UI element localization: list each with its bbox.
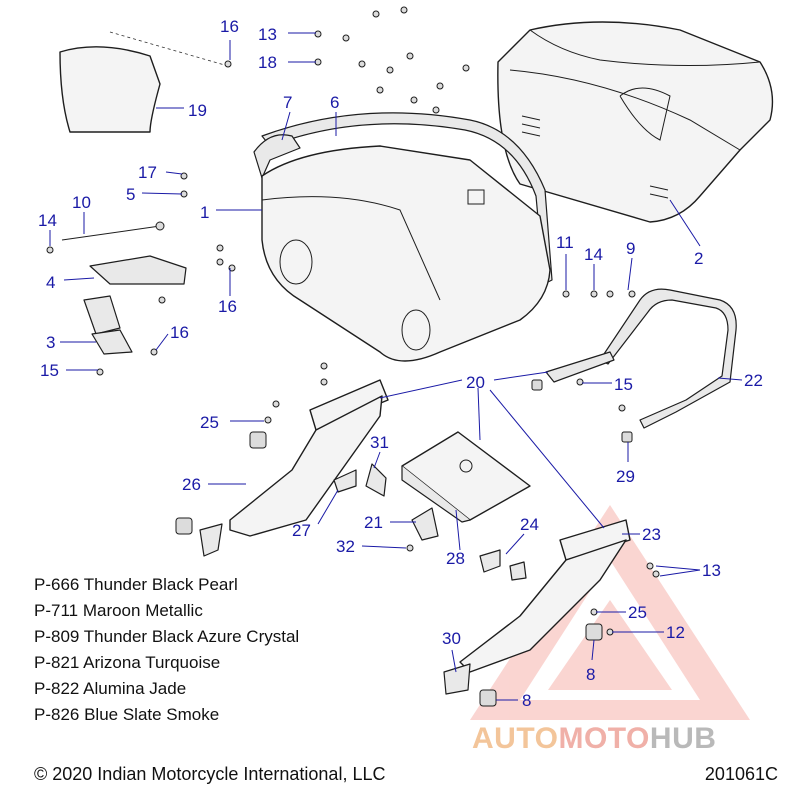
callout-9: 9 xyxy=(626,239,635,258)
callout-31: 31 xyxy=(370,433,389,452)
callout-20: 20 xyxy=(466,373,485,392)
diagram-id: 201061C xyxy=(704,764,778,784)
part-2-outer-shell xyxy=(497,21,774,223)
callout-17: 17 xyxy=(138,163,157,182)
callout-12: 12 xyxy=(666,623,685,642)
paint-code-item: P-711 Maroon Metallic xyxy=(34,601,203,620)
callout-28: 28 xyxy=(446,549,465,568)
callout-30: 30 xyxy=(442,629,461,648)
callout-14: 14 xyxy=(38,211,57,230)
callout-22: 22 xyxy=(744,371,763,390)
part-22-rail xyxy=(545,288,737,429)
callout-21: 21 xyxy=(364,513,383,532)
callout-26: 26 xyxy=(182,475,201,494)
paint-code-item: P-821 Arizona Turquoise xyxy=(34,653,221,672)
callout-13: 13 xyxy=(702,561,721,580)
callout-2: 2 xyxy=(694,249,703,268)
callout-8: 8 xyxy=(522,691,531,710)
paint-code-list: P-666 Thunder Black Pearl P-711 Maroon M… xyxy=(34,572,299,728)
callout-18: 18 xyxy=(258,53,277,72)
callout-14: 14 xyxy=(584,245,603,264)
watermark-text: AUTOMOTOHUB xyxy=(472,722,716,756)
paint-code-item: P-666 Thunder Black Pearl xyxy=(34,575,238,594)
callout-16: 16 xyxy=(170,323,189,342)
callout-8: 8 xyxy=(586,665,595,684)
callout-29: 29 xyxy=(616,467,635,486)
callout-labels: 16 13 18 19 7 6 17 5 10 14 1 2 4 16 11 1… xyxy=(38,17,763,710)
part-19-cover xyxy=(59,31,229,133)
callout-25: 25 xyxy=(628,603,647,622)
copyright-text: © 2020 Indian Motorcycle International, … xyxy=(34,764,386,784)
callout-4: 4 xyxy=(46,273,55,292)
part-28-plate xyxy=(401,431,531,523)
callout-5: 5 xyxy=(126,185,135,204)
part-20-bracket xyxy=(229,379,389,537)
callout-16: 16 xyxy=(220,17,239,36)
callout-6: 6 xyxy=(330,93,339,112)
callout-15: 15 xyxy=(40,361,59,380)
paint-code-item: P-822 Alumina Jade xyxy=(34,679,187,698)
callout-25: 25 xyxy=(200,413,219,432)
watermark-text-1: AUTO xyxy=(472,722,559,755)
callout-15: 15 xyxy=(614,375,633,394)
callout-24: 24 xyxy=(520,515,539,534)
callout-23: 23 xyxy=(642,525,661,544)
callout-1: 1 xyxy=(200,203,209,222)
callout-3: 3 xyxy=(46,333,55,352)
part-1-trunk xyxy=(261,145,551,362)
callout-7: 7 xyxy=(283,93,292,112)
callout-16: 16 xyxy=(218,297,237,316)
small-parts xyxy=(61,221,527,695)
callout-11: 11 xyxy=(556,233,574,252)
callout-10: 10 xyxy=(72,193,91,212)
paint-code-item: P-809 Thunder Black Azure Crystal xyxy=(34,627,300,646)
part-23-bracket xyxy=(459,519,631,673)
callout-13: 13 xyxy=(258,25,277,44)
callout-32: 32 xyxy=(336,537,355,556)
paint-code-item: P-826 Blue Slate Smoke xyxy=(34,705,220,724)
callout-19: 19 xyxy=(188,101,207,120)
hardware xyxy=(46,6,660,707)
watermark-text-2: MOTO xyxy=(558,722,650,755)
leader-lines xyxy=(49,32,743,701)
callout-27: 27 xyxy=(292,521,311,540)
watermark-text-3: HUB xyxy=(649,722,717,755)
